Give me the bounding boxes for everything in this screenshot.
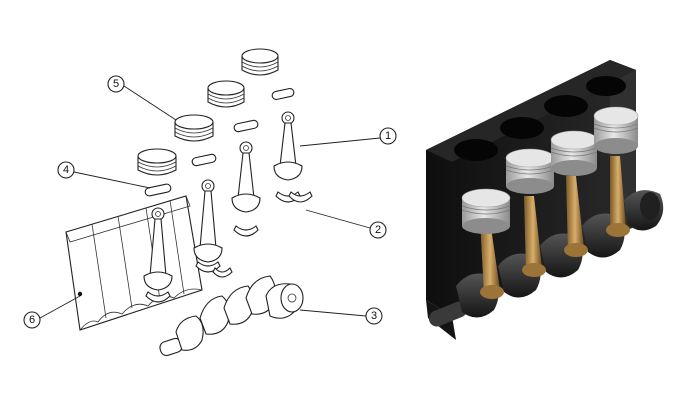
callout-3: 3 [365,307,383,325]
callout-5-label: 5 [113,78,119,90]
callout-3-label: 3 [371,310,377,322]
connecting-rods-drawing [143,111,303,303]
callout-2: 2 [369,221,387,239]
bearing-shells-drawing [212,191,313,278]
pistons-render [461,106,639,234]
callout-1-label: 1 [385,130,391,142]
leader-lines [39,85,381,319]
piston-pins-drawing [144,87,295,197]
callout-1: 1 [379,127,397,145]
cylinder-bore [454,139,498,161]
callout-4-label: 4 [63,164,69,176]
rendered-3d-view [426,60,664,340]
cylinder-bore [586,76,626,96]
cylinder-bore [500,117,544,139]
callout-6: 6 [23,311,41,329]
callout-5: 5 [107,75,125,93]
callout-2-label: 2 [375,224,381,236]
crankshaft-drawing [159,275,304,357]
engine-block-drawing [65,195,203,331]
exploded-view [39,48,381,357]
cylinder-bore [544,95,588,117]
connecting-rods-render [480,156,630,299]
callout-6-label: 6 [29,314,35,326]
callout-4: 4 [57,161,75,179]
pistons-drawing [137,48,279,176]
block-marker-dot [77,291,83,297]
